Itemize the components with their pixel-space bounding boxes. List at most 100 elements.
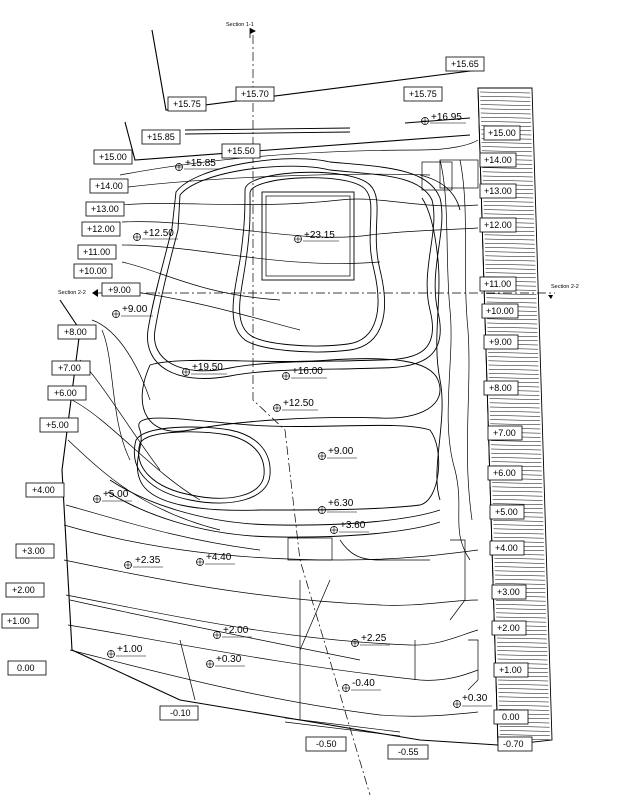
hatch-line [486, 293, 537, 295]
hatch-line [495, 604, 546, 606]
hatch-line [490, 423, 541, 426]
hatch-line [494, 562, 545, 564]
hatch-line [493, 520, 544, 522]
retaining-walls [69, 117, 471, 737]
hatch-line [493, 532, 544, 535]
hatch-line [494, 557, 545, 560]
hatch-line [485, 259, 536, 262]
hatch-line [484, 247, 535, 249]
hatch-line [489, 398, 540, 400]
hatch-line [494, 574, 545, 577]
hatch-line [494, 570, 545, 573]
spot-level-text: +5.00 [103, 489, 129, 500]
hatch-line [496, 641, 548, 644]
level-label: +15.00 [99, 152, 127, 162]
level-label: +8.00 [64, 327, 87, 337]
hatch-line [484, 234, 535, 237]
hatch-line [482, 175, 533, 178]
section-line-1-1 [249, 28, 371, 795]
hatch-line [495, 583, 546, 585]
spot-level: +16.00 [282, 366, 327, 380]
site-boundary [59, 29, 499, 746]
hatch-line [488, 373, 539, 375]
level-label: +5.00 [495, 507, 518, 517]
hatch-line [491, 448, 542, 451]
spot-level-text: +6.30 [328, 498, 354, 509]
hatch-line [495, 599, 546, 602]
hatch-line [497, 658, 548, 661]
hatch-line [497, 646, 548, 648]
level-label: +1.00 [499, 665, 522, 675]
level-label: +4.00 [32, 485, 55, 495]
hatch-line [489, 402, 540, 405]
hatch-line [480, 95, 531, 98]
hatch-line [490, 440, 541, 442]
hatch-line [495, 578, 546, 581]
hatch-line [485, 251, 536, 253]
spot-level: +16.95 [421, 112, 466, 125]
level-labels-top: +15.65 +15.70 +15.75 +15.75 +15.85 +15.5… [141, 56, 485, 159]
level-label: +7.00 [493, 428, 516, 438]
section-line-2-2 [92, 289, 555, 299]
hatch-line [498, 700, 549, 703]
spot-level: +0.30 [453, 693, 492, 708]
hatch-line [499, 734, 550, 736]
spot-level-text: +2.25 [361, 633, 387, 644]
hatch-line [495, 608, 546, 610]
hatch-line [493, 536, 544, 539]
spot-level-text: +0.30 [462, 693, 488, 704]
section-2-2-label-right: Section 2-2 [551, 284, 579, 290]
spot-level-text: +12.50 [283, 398, 314, 409]
spot-level: +12.50 [133, 228, 178, 241]
level-label: +9.00 [489, 337, 512, 347]
hatch-line [483, 205, 534, 207]
spot-level: +12.50 [273, 398, 318, 412]
hatch-line [480, 108, 531, 111]
hatch-line [492, 490, 543, 493]
spot-level: +0.30 [206, 654, 245, 668]
hatch-line [498, 679, 549, 682]
hatch-line [496, 616, 547, 619]
level-label: -0.55 [398, 747, 419, 757]
contour-lines [63, 139, 479, 717]
hatch-line [496, 637, 547, 640]
hatch-line [486, 301, 537, 304]
hatch-line [481, 121, 532, 123]
spot-level: +9.00 [112, 304, 153, 318]
level-label: +13.00 [91, 204, 119, 214]
hatch-line [498, 692, 549, 694]
spot-level: +3.60 [330, 520, 369, 534]
level-label: +15.50 [227, 146, 255, 156]
hatch-line [492, 503, 543, 505]
hatch-line [497, 650, 548, 652]
level-label: +10.00 [79, 266, 107, 276]
level-label: +11.00 [484, 279, 511, 289]
level-label: +6.00 [54, 388, 77, 398]
section-2-2-label-left: Section 2-2 [58, 290, 86, 296]
spot-level-text: +23.15 [304, 230, 335, 241]
level-label: +7.00 [58, 363, 81, 373]
level-label: +11.00 [83, 247, 110, 257]
level-label: +12.00 [484, 220, 512, 230]
hatch-line [488, 356, 539, 358]
level-labels-right: +15.00 +14.00 +13.00 +12.00 +11.00 +10.0… [479, 125, 533, 752]
spot-level: +4.40 [196, 552, 235, 566]
level-label: +10.00 [486, 306, 514, 316]
hatch-line [493, 528, 544, 531]
hatch-line [485, 255, 536, 258]
level-label: -0.70 [503, 739, 524, 749]
hatch-line [498, 688, 549, 690]
spot-level-text: +3.60 [340, 520, 366, 531]
level-label: +1.00 [7, 616, 30, 626]
hatch-line [488, 377, 539, 379]
spot-level-text: +15.85 [185, 158, 216, 169]
hatch-line [492, 486, 543, 489]
level-label: 0.00 [17, 663, 35, 673]
spot-level-text: +19.50 [192, 362, 223, 373]
spot-level-text: +16.95 [431, 112, 462, 123]
hatch-line [492, 482, 543, 484]
level-label: +15.00 [488, 128, 516, 138]
hatch-line [483, 209, 534, 211]
spot-level: +5.00 [93, 489, 132, 503]
